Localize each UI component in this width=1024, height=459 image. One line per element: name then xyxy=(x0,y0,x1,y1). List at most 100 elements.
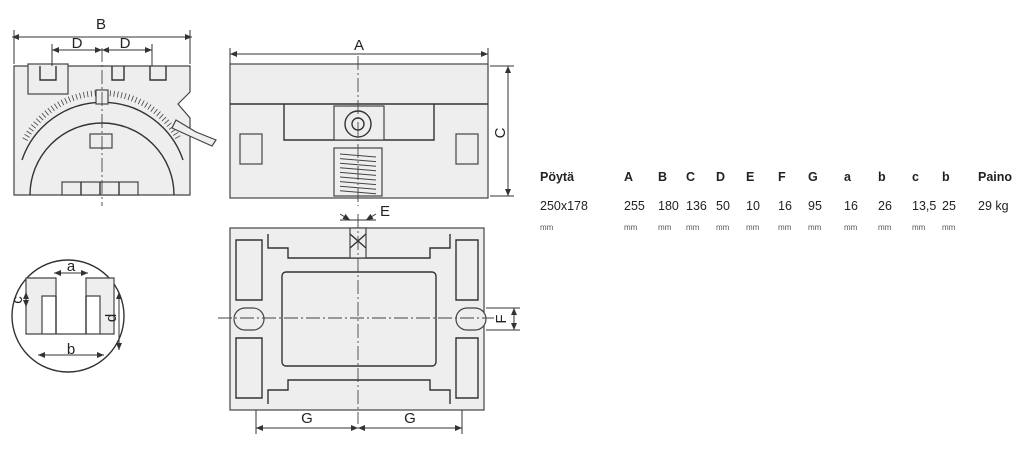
top-corner-left-low xyxy=(235,337,263,399)
top-corner-right xyxy=(455,239,479,301)
front-center-block xyxy=(89,133,113,149)
t-slot-left xyxy=(27,63,69,95)
spec-value-cell: 255 xyxy=(624,199,645,213)
spec-header-cell: B xyxy=(658,170,668,184)
scale-tick xyxy=(67,96,71,103)
scale-tick xyxy=(60,99,65,106)
scale-tick xyxy=(141,100,145,107)
scale-tick xyxy=(30,124,37,129)
spec-value-cell: 13,5 xyxy=(912,199,937,213)
scale-tick xyxy=(109,90,112,97)
side-view: A C xyxy=(229,37,514,206)
scale-tick xyxy=(156,111,161,117)
slot-left xyxy=(233,307,265,331)
spec-unit-cell: mm xyxy=(540,223,554,232)
top-view: E F G G xyxy=(218,203,520,434)
angle-scale xyxy=(22,89,181,141)
spring-coil xyxy=(339,158,377,163)
spec-value-cell: 10 xyxy=(746,199,760,213)
scale-tick xyxy=(153,108,158,115)
scale-tick xyxy=(24,133,30,138)
spec-value-cell: 250x178 xyxy=(540,199,588,213)
scale-tick xyxy=(75,93,78,100)
spec-header-cell: c xyxy=(912,170,919,184)
scale-tick xyxy=(158,113,164,119)
scale-tick xyxy=(28,127,34,132)
scale-tick xyxy=(90,90,93,97)
spec-header-cell: E xyxy=(746,170,755,184)
spec-header-cell: A xyxy=(624,170,634,184)
dim-arrow-E xyxy=(339,213,351,221)
scale-tick xyxy=(41,112,47,118)
label-A: A xyxy=(354,37,364,54)
t-slot-right xyxy=(149,66,167,81)
scale-tick xyxy=(173,131,179,136)
scale-tick xyxy=(164,119,170,125)
locking-lever xyxy=(171,119,217,147)
spec-unit-cell: mm xyxy=(844,223,858,232)
scale-tick xyxy=(26,130,32,135)
label-C: C xyxy=(492,127,509,138)
spec-header-cell: F xyxy=(778,170,786,184)
spec-header-cell: D xyxy=(716,170,726,184)
label-c: c xyxy=(9,296,26,304)
t-slot-walls xyxy=(55,296,87,334)
top-corner-right-low xyxy=(455,337,479,399)
scale-tick xyxy=(166,122,172,127)
label-d: d xyxy=(103,314,120,322)
label-D: D xyxy=(120,35,131,52)
spec-unit-cell: mm xyxy=(746,223,760,232)
spec-header-cell: Pöytä xyxy=(540,170,575,184)
spring-coil xyxy=(339,185,377,190)
scale-tick xyxy=(53,103,58,109)
scale-tick xyxy=(116,91,119,98)
spec-value-cell: 16 xyxy=(778,199,792,213)
spec-value-cell: 16 xyxy=(844,199,858,213)
spec-value-cell: 95 xyxy=(808,199,822,213)
scale-tick xyxy=(71,95,75,101)
side-leg-right xyxy=(455,133,479,165)
label-B: B xyxy=(96,16,106,33)
spec-unit-cell: mm xyxy=(658,223,672,232)
scale-tick xyxy=(82,91,85,98)
scale-tick xyxy=(144,102,149,108)
front-body xyxy=(13,65,191,196)
front-view: B D D xyxy=(12,16,217,206)
scale-tick xyxy=(134,96,138,103)
slot-right xyxy=(455,307,487,331)
spec-value-cell: 29 kg xyxy=(978,199,1009,213)
scale-tick xyxy=(161,116,167,122)
t-slot-left-inner xyxy=(39,66,57,81)
detail-circle xyxy=(11,259,125,373)
t-slot-detail: a b c d xyxy=(9,258,125,373)
dim-arrow-E xyxy=(365,213,377,221)
top-lower-rail xyxy=(267,379,451,404)
label-a: a xyxy=(67,258,76,275)
label-G: G xyxy=(404,410,416,427)
scale-tick xyxy=(35,118,41,124)
front-base-divisions xyxy=(80,182,120,195)
scale-tick xyxy=(86,91,89,98)
scale-tick xyxy=(120,92,123,99)
spec-header-cell: G xyxy=(808,170,818,184)
scale-tick xyxy=(124,93,127,100)
scale-tick xyxy=(113,90,115,97)
scale-tick xyxy=(44,110,49,116)
side-leg-left xyxy=(239,133,263,165)
scale-tick xyxy=(79,92,82,99)
spec-unit-cell: mm xyxy=(716,223,730,232)
scale-tick xyxy=(38,115,44,121)
scale-tick xyxy=(22,137,29,141)
spec-value-cell: 50 xyxy=(716,199,730,213)
spec-value-cell: 25 xyxy=(942,199,956,213)
spec-header-cell: b xyxy=(942,170,950,184)
scale-tick xyxy=(127,94,131,101)
top-corner-left xyxy=(235,239,263,301)
spec-unit-cell: mm xyxy=(778,223,792,232)
spec-header-cell: a xyxy=(844,170,851,184)
spec-unit-cell: mm xyxy=(912,223,926,232)
t-slot-mid xyxy=(111,66,125,81)
